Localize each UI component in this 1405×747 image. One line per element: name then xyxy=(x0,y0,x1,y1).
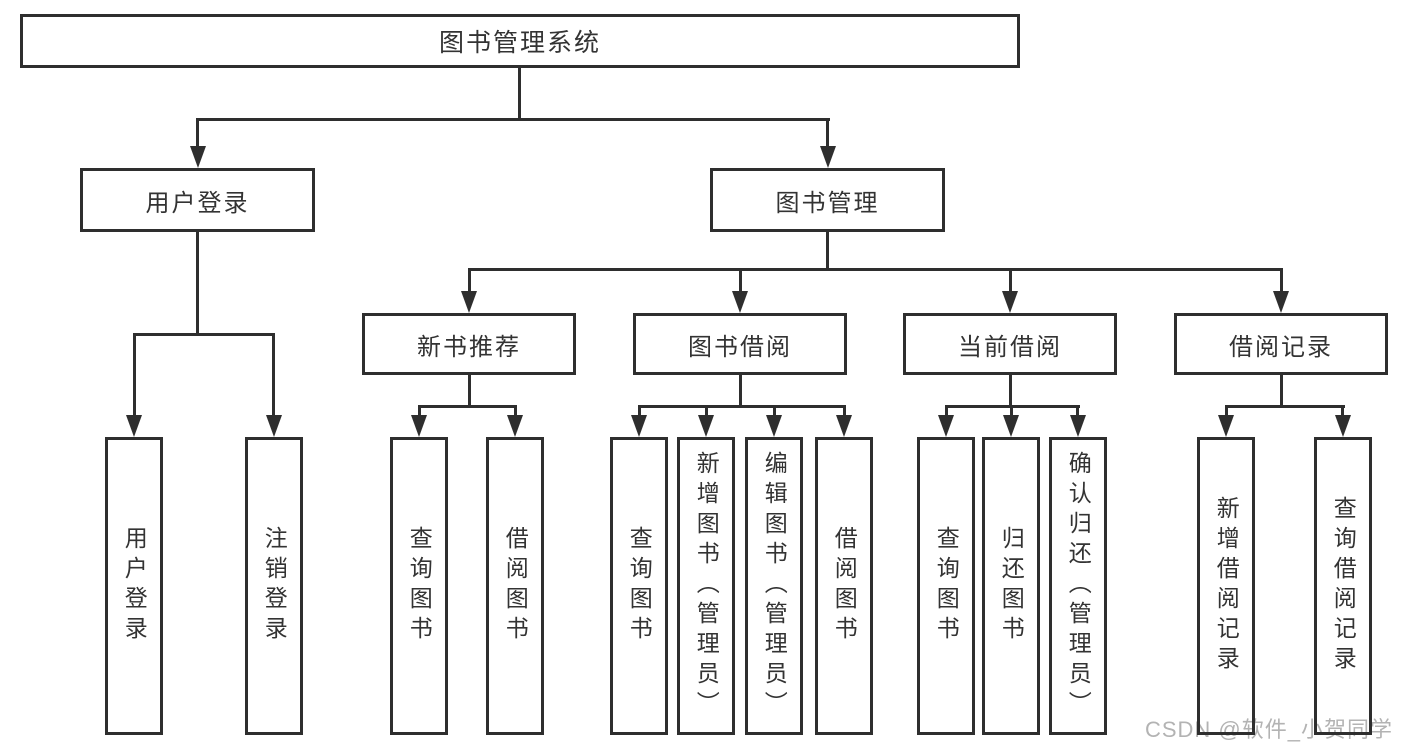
connector-level3-bus xyxy=(468,268,1283,271)
leaf-add-books-admin: 新增图书（管理员） xyxy=(677,437,735,735)
connector-user-login-stem xyxy=(196,232,199,336)
connector-recommend-bus xyxy=(418,405,517,408)
leaf-add-books-admin-label: 新增图书（管理员） xyxy=(693,451,720,721)
leaf-query-borrow-record: 查询借阅记录 xyxy=(1314,437,1372,735)
arrow-down-icon xyxy=(126,415,142,437)
leaf-edit-books-admin-label: 编辑图书（管理员） xyxy=(761,451,788,721)
leaf-confirm-return-admin: 确认归还（管理员） xyxy=(1049,437,1107,735)
leaf-logout-label: 注销登录 xyxy=(261,526,288,646)
arrow-down-icon xyxy=(631,415,647,437)
arrow-down-icon xyxy=(1070,415,1086,437)
leaf-return-books: 归还图书 xyxy=(982,437,1040,735)
connector-drop xyxy=(514,406,517,418)
connector-level2-bus xyxy=(196,118,830,121)
leaf-query-books-borrowing: 查询图书 xyxy=(610,437,668,735)
leaf-confirm-return-admin-label: 确认归还（管理员） xyxy=(1065,451,1092,721)
connector-drop xyxy=(773,406,776,418)
node-root-system-label: 图书管理系统 xyxy=(438,29,601,57)
leaf-user-login: 用户登录 xyxy=(105,437,163,735)
node-user-login: 用户登录 xyxy=(80,168,315,232)
arrow-down-icon xyxy=(507,415,523,437)
leaf-return-books-label: 归还图书 xyxy=(998,526,1025,646)
leaf-edit-books-admin: 编辑图书（管理员） xyxy=(745,437,803,735)
connector-root-stem xyxy=(518,68,521,120)
connector-records-bus xyxy=(1225,405,1345,408)
node-book-management-label: 图书管理 xyxy=(775,189,880,217)
leaf-borrow-books-recommend: 借阅图书 xyxy=(486,437,544,735)
node-new-book-recommend: 新书推荐 xyxy=(362,313,576,375)
arrow-down-icon xyxy=(1218,415,1234,437)
connector-borrowing-bus xyxy=(638,405,846,408)
connector-drop xyxy=(1280,270,1283,293)
arrow-down-icon xyxy=(190,146,206,168)
connector-drop xyxy=(133,335,136,417)
node-user-login-label: 用户登录 xyxy=(145,189,250,217)
node-borrowing-records: 借阅记录 xyxy=(1174,313,1388,375)
arrow-down-icon xyxy=(266,415,282,437)
arrow-down-icon xyxy=(1335,415,1351,437)
connector-drop xyxy=(1009,270,1012,293)
node-current-borrowing-label: 当前借阅 xyxy=(958,333,1062,361)
leaf-query-books-recommend-label: 查询图书 xyxy=(406,526,433,646)
leaf-query-borrow-record-label: 查询借阅记录 xyxy=(1330,496,1357,676)
leaf-borrow-books-borrowing-label: 借阅图书 xyxy=(831,526,858,646)
connector-drop xyxy=(638,406,641,418)
node-book-management: 图书管理 xyxy=(710,168,945,232)
arrow-down-icon xyxy=(732,291,748,313)
arrow-down-icon xyxy=(820,146,836,168)
arrow-down-icon xyxy=(1002,291,1018,313)
connector-drop xyxy=(739,270,742,293)
connector-drop xyxy=(272,335,275,417)
csdn-watermark: CSDN @软件_小贺同学 xyxy=(1144,717,1393,742)
arrow-down-icon xyxy=(461,291,477,313)
leaf-add-borrow-record: 新增借阅记录 xyxy=(1197,437,1255,735)
leaf-query-books-current-label: 查询图书 xyxy=(933,526,960,646)
arrow-down-icon xyxy=(698,415,714,437)
arrow-down-icon xyxy=(766,415,782,437)
connector-borrowing-stem xyxy=(739,375,742,408)
node-root-system: 图书管理系统 xyxy=(20,14,1020,68)
connector-recommend-stem xyxy=(468,375,471,408)
connector-drop xyxy=(945,406,948,418)
connector-drop xyxy=(1341,406,1344,418)
node-book-borrowing-label: 图书借阅 xyxy=(688,333,792,361)
arrow-down-icon xyxy=(411,415,427,437)
leaf-borrow-books-borrowing: 借阅图书 xyxy=(815,437,873,735)
leaf-add-borrow-record-label: 新增借阅记录 xyxy=(1213,496,1240,676)
arrow-down-icon xyxy=(1273,291,1289,313)
arrow-down-icon xyxy=(1003,415,1019,437)
leaf-borrow-books-recommend-label: 借阅图书 xyxy=(502,526,529,646)
connector-drop xyxy=(1076,406,1079,418)
arrow-down-icon xyxy=(938,415,954,437)
connector-user-login-bus xyxy=(133,333,275,336)
connector-book-mgmt-stem xyxy=(826,232,829,271)
connector-drop xyxy=(843,406,846,418)
node-borrowing-records-label: 借阅记录 xyxy=(1229,333,1333,361)
node-book-borrowing: 图书借阅 xyxy=(633,313,847,375)
connector-drop xyxy=(468,270,471,293)
connector-drop xyxy=(705,406,708,418)
connector-drop xyxy=(418,406,421,418)
connector-records-stem xyxy=(1280,375,1283,408)
node-current-borrowing: 当前借阅 xyxy=(903,313,1117,375)
connector-current-stem xyxy=(1009,375,1012,408)
connector-book-mgmt-drop xyxy=(826,120,829,148)
connector-user-login-drop xyxy=(196,120,199,148)
leaf-query-books-current: 查询图书 xyxy=(917,437,975,735)
leaf-logout: 注销登录 xyxy=(245,437,303,735)
leaf-user-login-label: 用户登录 xyxy=(121,526,148,646)
arrow-down-icon xyxy=(836,415,852,437)
leaf-query-books-borrowing-label: 查询图书 xyxy=(626,526,653,646)
node-new-book-recommend-label: 新书推荐 xyxy=(417,333,521,361)
leaf-query-books-recommend: 查询图书 xyxy=(390,437,448,735)
connector-drop xyxy=(1010,406,1013,418)
connector-drop xyxy=(1225,406,1228,418)
